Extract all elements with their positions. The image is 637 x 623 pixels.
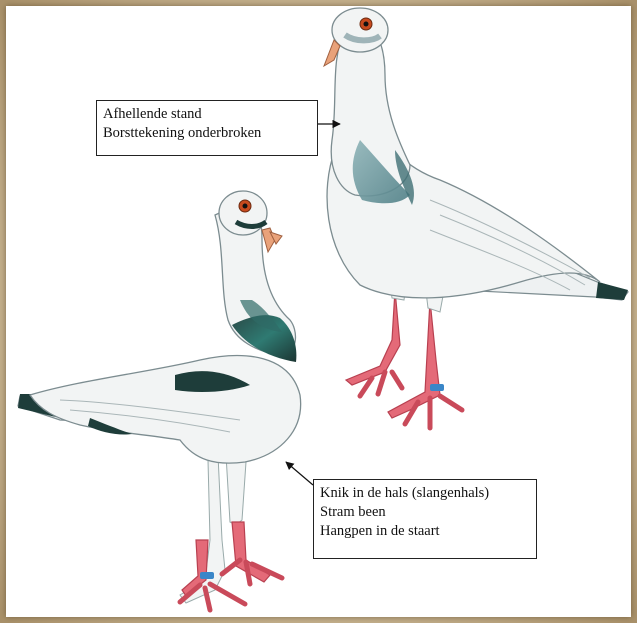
leg-ring xyxy=(430,384,444,391)
callout-bottom-line-3: Hangpen in de staart xyxy=(320,522,530,541)
leg-ring xyxy=(200,572,214,579)
callout-top-line-2: Borsttekening onderbroken xyxy=(103,124,311,143)
pigeon-right xyxy=(324,8,628,428)
callout-top-line-1: Afhellende stand xyxy=(103,105,311,124)
callout-bottom-line-2: Stram been xyxy=(320,503,530,522)
pigeon-left-legs xyxy=(180,450,282,610)
callout-top: Afhellende stand Borsttekening onderbrok… xyxy=(96,100,318,156)
callout-bottom: Knik in de hals (slangenhals) Stram been… xyxy=(313,479,537,559)
pigeon-left xyxy=(18,191,301,610)
callout-bottom-line-1: Knik in de hals (slangenhals) xyxy=(320,484,530,503)
arrow-bottom xyxy=(286,462,313,485)
